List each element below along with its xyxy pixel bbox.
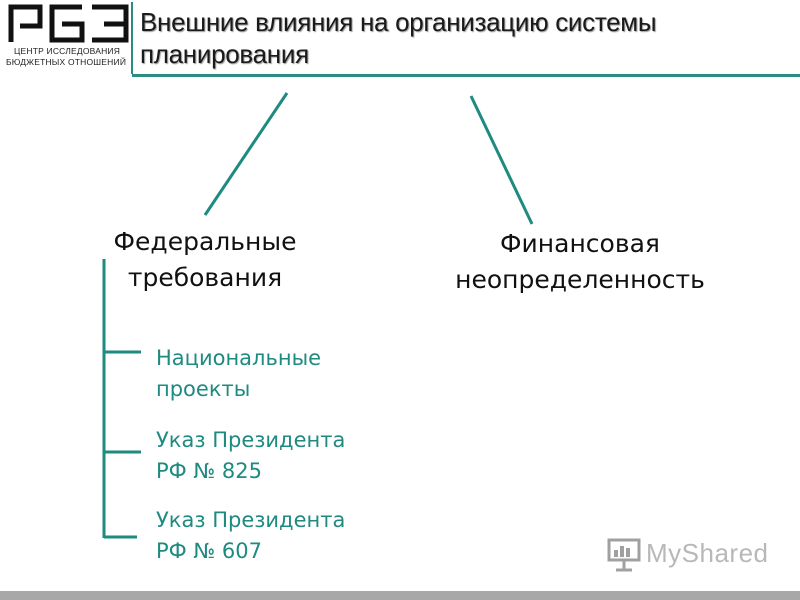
connector-to-federal	[203, 92, 289, 216]
bottom-bar	[0, 591, 800, 600]
logo: ЦЕНТР ИССЛЕДОВАНИЯ БЮДЖЕТНЫХ ОТНОШЕНИЙ	[4, 2, 132, 74]
child-item-national-projects: Национальные проекты	[156, 343, 416, 405]
node-federal-requirements: Федеральные требования	[90, 224, 320, 296]
presentation-board-icon	[607, 538, 641, 572]
connector-to-finance	[469, 95, 534, 225]
title-rule	[132, 74, 800, 77]
brand-watermark: MyShared	[606, 536, 776, 572]
node-federal-line2: требования	[127, 263, 283, 292]
brand-text: MyShared	[646, 538, 769, 568]
child-item-1-line1: Национальные	[156, 346, 322, 370]
logo-mark-icon	[8, 4, 129, 43]
child-item-decree-825: Указ Президента РФ № 825	[156, 425, 416, 487]
node-federal-line1: Федеральные	[113, 227, 297, 256]
node-finance-line2: неопределенность	[455, 265, 705, 294]
page-title-line1: Внешние влияния на организацию системы	[140, 7, 657, 37]
page-title: Внешние влияния на организацию системы п…	[140, 6, 790, 70]
child-item-1-line2: проекты	[156, 377, 251, 401]
page-title-line2: планирования	[140, 39, 309, 69]
child-item-2-line2: РФ № 825	[156, 459, 263, 483]
child-item-3-line1: Указ Президента	[156, 508, 346, 532]
node-finance-line1: Финансовая	[500, 229, 660, 258]
child-item-2-line1: Указ Президента	[156, 428, 346, 452]
node-financial-uncertainty: Финансовая неопределенность	[420, 226, 740, 298]
child-item-3-line2: РФ № 607	[156, 539, 263, 563]
logo-text-line2: БЮДЖЕТНЫХ ОТНОШЕНИЙ	[6, 57, 127, 67]
logo-divider	[131, 2, 133, 74]
logo-text-line1: ЦЕНТР ИССЛЕДОВАНИЯ	[14, 46, 121, 56]
child-item-decree-607: Указ Президента РФ № 607	[156, 505, 416, 567]
